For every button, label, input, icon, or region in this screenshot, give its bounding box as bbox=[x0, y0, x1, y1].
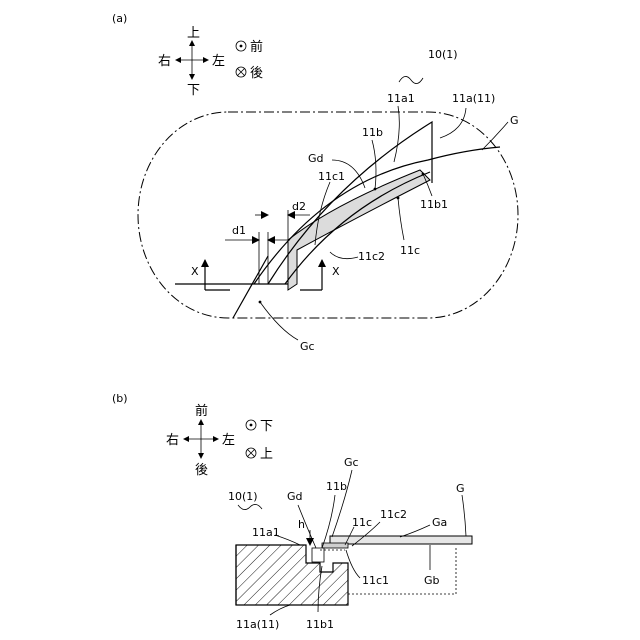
label-11b1: 11b1 bbox=[420, 198, 448, 211]
dir-right-label-b: 右 bbox=[166, 433, 179, 448]
label-d1: d1 bbox=[232, 224, 246, 237]
label-11b1-b: 11b1 bbox=[306, 618, 334, 631]
label-11a11: 11a(11) bbox=[452, 92, 495, 105]
label-Gc: Gc bbox=[300, 340, 315, 353]
panel-a-direction-cross bbox=[175, 40, 209, 80]
label-h-b: h bbox=[298, 518, 305, 531]
ref-device-label: 10(1) bbox=[428, 48, 458, 61]
label-Gd: Gd bbox=[308, 152, 324, 165]
dir-left-label-b: 左 bbox=[222, 433, 235, 448]
label-Gd-b: Gd bbox=[287, 490, 303, 503]
label-11c2: 11c2 bbox=[358, 250, 385, 263]
dir-down-label: 下 bbox=[187, 83, 200, 98]
label-11a1: 11a1 bbox=[387, 92, 415, 105]
panel-b-direction-cross bbox=[183, 419, 219, 459]
legend-down-label: 下 bbox=[260, 419, 273, 434]
label-11c-b: 11c bbox=[352, 516, 372, 529]
seal-11c-section bbox=[322, 543, 348, 548]
dir-up-label: 上 bbox=[187, 26, 200, 41]
section-x-right bbox=[300, 260, 322, 290]
panel-b-tag: (b) bbox=[112, 392, 128, 405]
dir-left-label: 左 bbox=[212, 54, 225, 69]
label-d2: d2 bbox=[292, 200, 306, 213]
legend-up-label: 上 bbox=[260, 447, 273, 462]
label-11b-b: 11b bbox=[326, 480, 347, 493]
label-Gb-b: Gb bbox=[424, 574, 440, 587]
cross-circle-icon bbox=[236, 67, 246, 77]
label-11c: 11c bbox=[400, 244, 420, 257]
label-G-b: G bbox=[456, 482, 465, 495]
glass-plate bbox=[330, 536, 472, 544]
label-11c2-b: 11c2 bbox=[380, 508, 407, 521]
label-11a11-b: 11a(11) bbox=[236, 618, 279, 631]
label-x-right: X bbox=[332, 265, 340, 278]
panel-b: (b) 前 後 右 左 下 上 bbox=[112, 392, 472, 631]
label-Gc-b: Gc bbox=[344, 456, 359, 469]
section-11a-hatched bbox=[236, 545, 348, 605]
legend-front-label: 前 bbox=[250, 39, 263, 55]
dot-circle-icon-b bbox=[246, 420, 256, 430]
label-Ga-b: Ga bbox=[432, 516, 447, 529]
label-11b: 11b bbox=[362, 126, 383, 139]
label-11c1-b: 11c1 bbox=[362, 574, 389, 587]
part-11b-section bbox=[312, 548, 324, 562]
dir-front-label: 前 bbox=[195, 403, 208, 419]
section-x-left bbox=[205, 260, 230, 290]
cross-circle-icon-b bbox=[246, 448, 256, 458]
panel-a: (a) 上 下 右 左 前 後 bbox=[112, 12, 519, 353]
legend-back-label: 後 bbox=[250, 66, 263, 81]
label-10-1-b: 10(1) bbox=[228, 490, 258, 503]
label-11a1-b: 11a1 bbox=[252, 526, 280, 539]
dot-circle-icon bbox=[236, 41, 246, 51]
dir-right-label: 右 bbox=[158, 54, 171, 69]
label-x-left: X bbox=[191, 265, 199, 278]
seal-11c-shape bbox=[288, 170, 430, 290]
label-11c1: 11c1 bbox=[318, 170, 345, 183]
label-G: G bbox=[510, 114, 519, 127]
panel-a-tag: (a) bbox=[112, 12, 127, 25]
dir-back-label: 後 bbox=[195, 463, 208, 478]
glass-end-edge bbox=[233, 256, 268, 318]
